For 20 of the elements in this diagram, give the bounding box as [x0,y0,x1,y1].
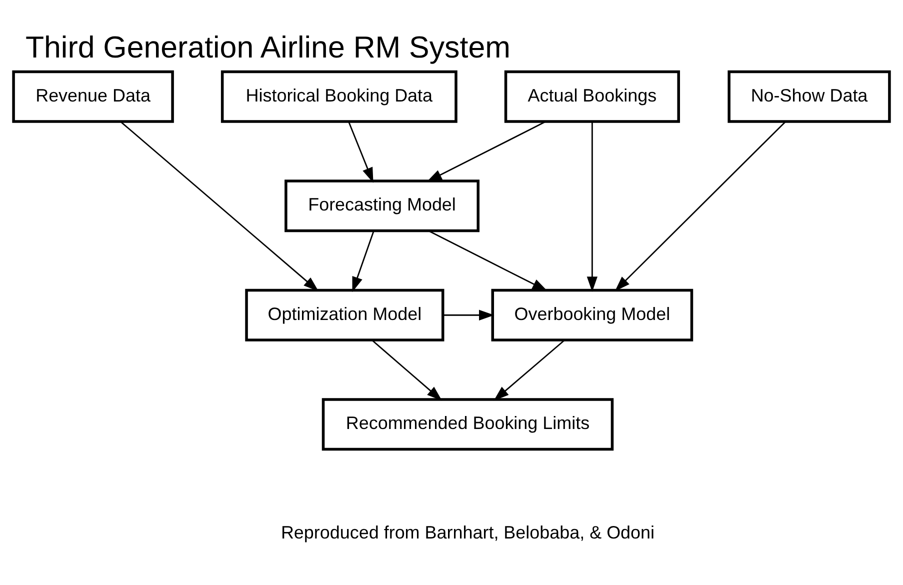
arrow [348,120,374,182]
arrow [120,120,319,291]
arrow [372,339,442,400]
caption: Reproduced from Barnhart, Belobaba, & Odoni [280,522,655,542]
diagram-title: Third Generation Airline RM System [25,30,510,64]
arrow [614,120,786,291]
arrow [586,121,598,292]
node-box: No-Show Data [728,70,891,122]
arrow [428,230,548,291]
node-box: Optimization Model [245,288,444,341]
node-box: Actual Bookings [504,70,680,122]
arrow [426,120,546,182]
node-box: Overbooking Model [491,288,694,341]
arrow [352,230,374,292]
arrow [494,339,566,400]
node-box: Revenue Data [12,70,174,122]
node-box: Historical Booking Data [220,70,458,122]
arrow [443,309,494,320]
node-box: Recommended Booking Limits [322,398,614,450]
node-box: Forecasting Model [284,179,480,232]
